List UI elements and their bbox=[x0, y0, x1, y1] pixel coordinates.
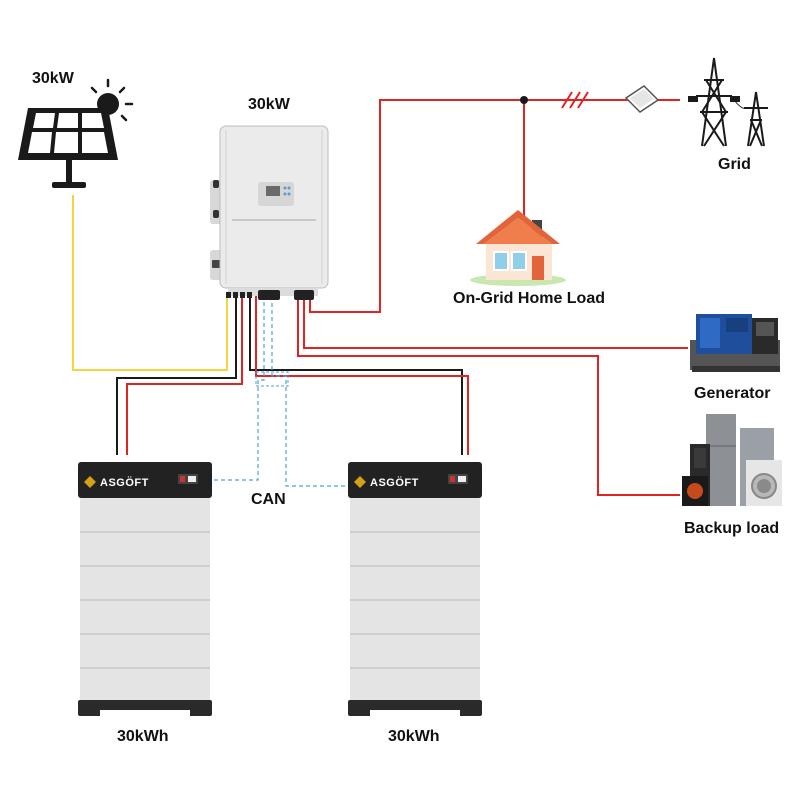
pv-wire bbox=[72, 195, 228, 371]
generator-label: Generator bbox=[694, 385, 771, 402]
generator-icon bbox=[690, 314, 780, 372]
inverter bbox=[210, 125, 329, 300]
battery-right-brand: ASGÖFT bbox=[370, 476, 419, 489]
three-phase-marks bbox=[561, 91, 589, 109]
can-wire-left bbox=[200, 296, 265, 481]
battery-right-positive-wire bbox=[255, 296, 469, 455]
inverter-power-label: 30kW bbox=[248, 96, 290, 113]
battery-left-positive-wire bbox=[126, 296, 243, 455]
wiring bbox=[72, 91, 688, 496]
meter-icon bbox=[624, 85, 660, 113]
grid-wire bbox=[309, 99, 680, 313]
battery-right-capacity-label: 30kWh bbox=[388, 728, 440, 745]
backup-load-label: Backup load bbox=[684, 520, 780, 537]
can-connector bbox=[255, 371, 289, 387]
solar-power-label: 30kW bbox=[32, 70, 74, 87]
can-label: CAN bbox=[251, 491, 286, 508]
appliances-icon bbox=[682, 414, 782, 506]
battery-right-negative-wire bbox=[249, 296, 463, 455]
battery-left-capacity-label: 30kWh bbox=[117, 728, 169, 745]
solar-panel-icon bbox=[18, 78, 134, 188]
grid-tower-icon bbox=[624, 57, 768, 147]
battery-left: ASGÖFT bbox=[78, 462, 212, 718]
can-wire-right bbox=[271, 296, 345, 487]
house-icon bbox=[470, 210, 566, 286]
grid-junction bbox=[520, 96, 528, 104]
grid-label: Grid bbox=[718, 156, 751, 173]
battery-left-brand: ASGÖFT bbox=[100, 476, 149, 489]
home-load-label: On-Grid Home Load bbox=[453, 290, 605, 307]
battery-right: ASGÖFT bbox=[348, 462, 482, 718]
battery-left-negative-wire bbox=[116, 296, 237, 455]
generator-wire bbox=[303, 296, 688, 349]
backup-load-wire bbox=[297, 296, 680, 496]
